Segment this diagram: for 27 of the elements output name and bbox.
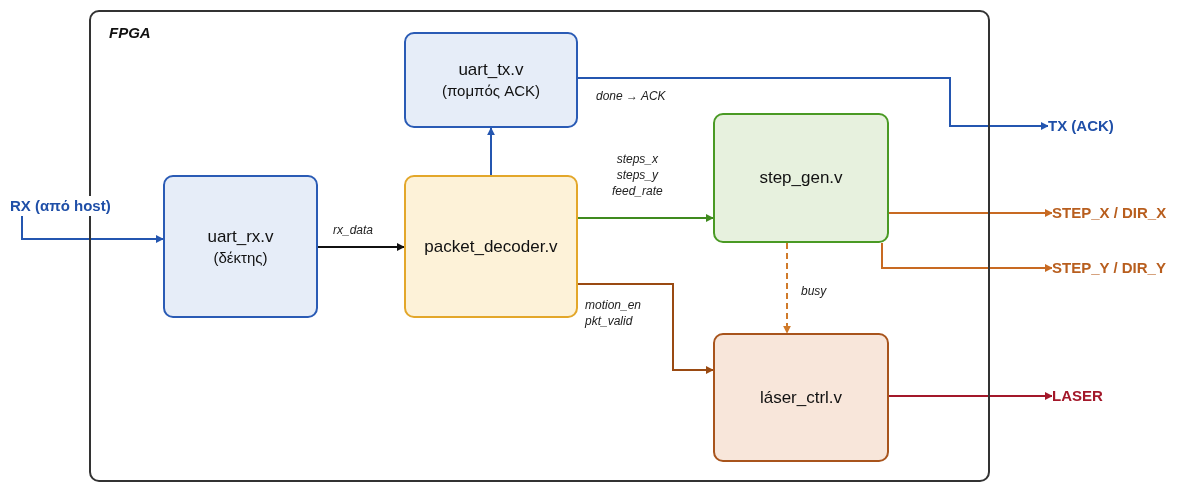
arrow [317, 243, 405, 251]
module-subtitle: (πομπός ACK) [441, 81, 540, 101]
edge-label: rx_data [333, 222, 374, 238]
arrow [888, 392, 1053, 400]
arrow [21, 215, 164, 243]
module-box [404, 32, 578, 128]
arrow [888, 209, 1053, 217]
module-box [713, 113, 889, 243]
module-name: uart_tx.v [458, 59, 524, 81]
edge-label: steps_x steps_y feed_rate [612, 151, 663, 199]
edge-label: busy [801, 283, 827, 299]
module-name: láser_ctrl.v [759, 386, 843, 409]
arrow [577, 283, 714, 374]
arrow [881, 242, 1053, 272]
module-name: packet_decoder.v [424, 235, 558, 258]
arrow [577, 77, 1049, 130]
container-title: FPGA [109, 24, 151, 41]
arrow [487, 127, 495, 176]
arrow [783, 242, 791, 334]
module-box [404, 175, 578, 318]
module-box [713, 333, 889, 462]
module-box [163, 175, 318, 318]
module-name: uart_rx.v [207, 225, 274, 248]
module-name: step_gen.v [759, 167, 843, 189]
edge-label: motion_en pkt_valid [585, 297, 642, 329]
arrow [577, 214, 714, 222]
module-subtitle: (δέκτης) [213, 247, 268, 268]
